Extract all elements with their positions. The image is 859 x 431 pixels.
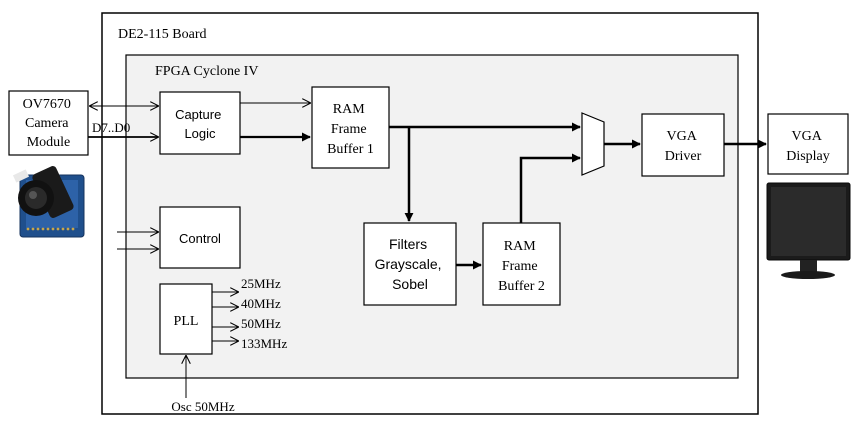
vga-driver-box [641, 113, 725, 177]
filters-box [363, 222, 457, 306]
fpga-title: FPGA Cyclone IV [155, 64, 258, 79]
video-mux [581, 112, 605, 176]
camera-module-label: OV7670 Camera Module [23, 97, 75, 150]
filters-label: Filters Grayscale, Sobel [375, 236, 446, 292]
pll-label: PLL [174, 314, 199, 329]
osc-label: Osc 50MHz [171, 399, 234, 414]
capture-logic-label: Capture Logic [175, 107, 225, 141]
camera-module-box [8, 90, 89, 156]
pll-output-25-label: 25MHz [241, 276, 281, 291]
ram2-to-mux [519, 153, 581, 223]
board-title: DE2-115 Board [118, 27, 207, 42]
ram-buffer-2-label: RAM Frame Buffer 2 [498, 239, 545, 294]
vga-driver-label: VGA Driver [665, 129, 702, 164]
ram-buffer-1-box [311, 86, 390, 169]
ram-buffer-1-label: RAM Frame Buffer 1 [327, 102, 374, 157]
pll-output-40-label: 40MHz [241, 296, 281, 311]
bus-label: D7..D0 [92, 120, 130, 135]
control-box [159, 206, 241, 269]
pll-box [159, 283, 213, 355]
monitor-image [766, 182, 851, 279]
camera-image [12, 166, 85, 238]
pll-output-50-label: 50MHz [241, 316, 281, 331]
capture-logic-box [159, 91, 241, 155]
pll-output-133-label: 133MHz [241, 336, 287, 351]
vga-display-box [767, 113, 849, 175]
vga-display-label: VGA Display [786, 129, 830, 164]
control-label: Control [179, 231, 221, 246]
